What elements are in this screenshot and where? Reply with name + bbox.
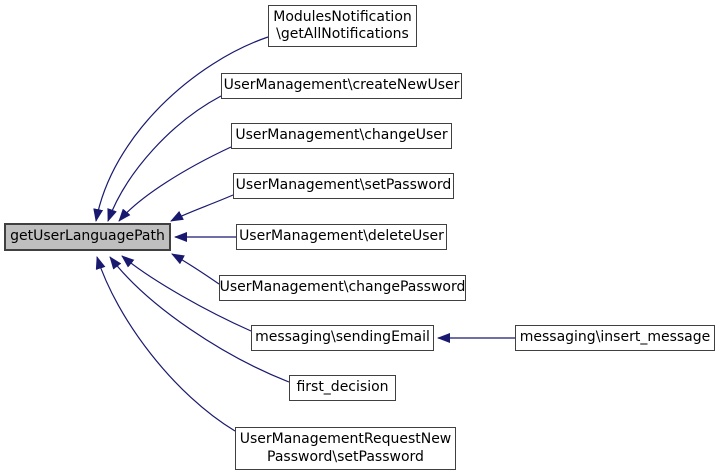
node-requestnewpassword-setpassword[interactable]: UserManagementRequestNew Password\setPas… bbox=[235, 427, 456, 470]
edge-requestnewpassword-to-focus bbox=[95, 256, 236, 432]
edge-createnewuser-to-focus bbox=[107, 95, 222, 222]
node-getuserlanguagepath: getUserLanguagePath bbox=[4, 223, 171, 251]
node-setpassword[interactable]: UserManagement\setPassword bbox=[233, 173, 454, 199]
node-changepassword[interactable]: UserManagement\changePassword bbox=[219, 275, 466, 301]
edge-changepassword-to-focus bbox=[171, 253, 220, 285]
node-label: ModulesNotification \getAllNotifications bbox=[273, 8, 412, 43]
node-label: messaging\insert_message bbox=[519, 329, 711, 346]
node-changeuser[interactable]: UserManagement\changeUser bbox=[231, 123, 452, 149]
node-label: UserManagementRequestNew Password\setPas… bbox=[239, 431, 452, 465]
node-createnewuser[interactable]: UserManagement\createNewUser bbox=[221, 73, 462, 99]
edge-changeuser-to-focus bbox=[118, 146, 232, 222]
node-sendingemail[interactable]: messaging\sendingEmail bbox=[251, 325, 434, 351]
node-label: UserManagement\changeUser bbox=[235, 127, 448, 144]
node-firstdecision[interactable]: first_decision bbox=[289, 375, 396, 401]
node-label: UserManagement\deleteUser bbox=[239, 228, 444, 245]
node-label: first_decision bbox=[296, 379, 389, 396]
edge-setpassword-to-focus bbox=[170, 194, 234, 222]
node-label: messaging\sendingEmail bbox=[255, 329, 430, 346]
node-label: UserManagement\setPassword bbox=[235, 177, 452, 194]
node-deleteuser[interactable]: UserManagement\deleteUser bbox=[236, 224, 447, 250]
node-label: getUserLanguagePath bbox=[10, 228, 165, 245]
node-label: UserManagement\changePassword bbox=[219, 279, 466, 296]
node-label: UserManagement\createNewUser bbox=[223, 77, 460, 94]
edge-sendingemail-to-focus bbox=[121, 255, 252, 332]
node-insertmessage[interactable]: messaging\insert_message bbox=[515, 325, 715, 351]
edge-firstdecision-to-focus bbox=[109, 256, 290, 383]
node-getallnotifications[interactable]: ModulesNotification \getAllNotifications bbox=[268, 5, 417, 47]
edge-getallnotifications-to-focus bbox=[93, 36, 269, 222]
